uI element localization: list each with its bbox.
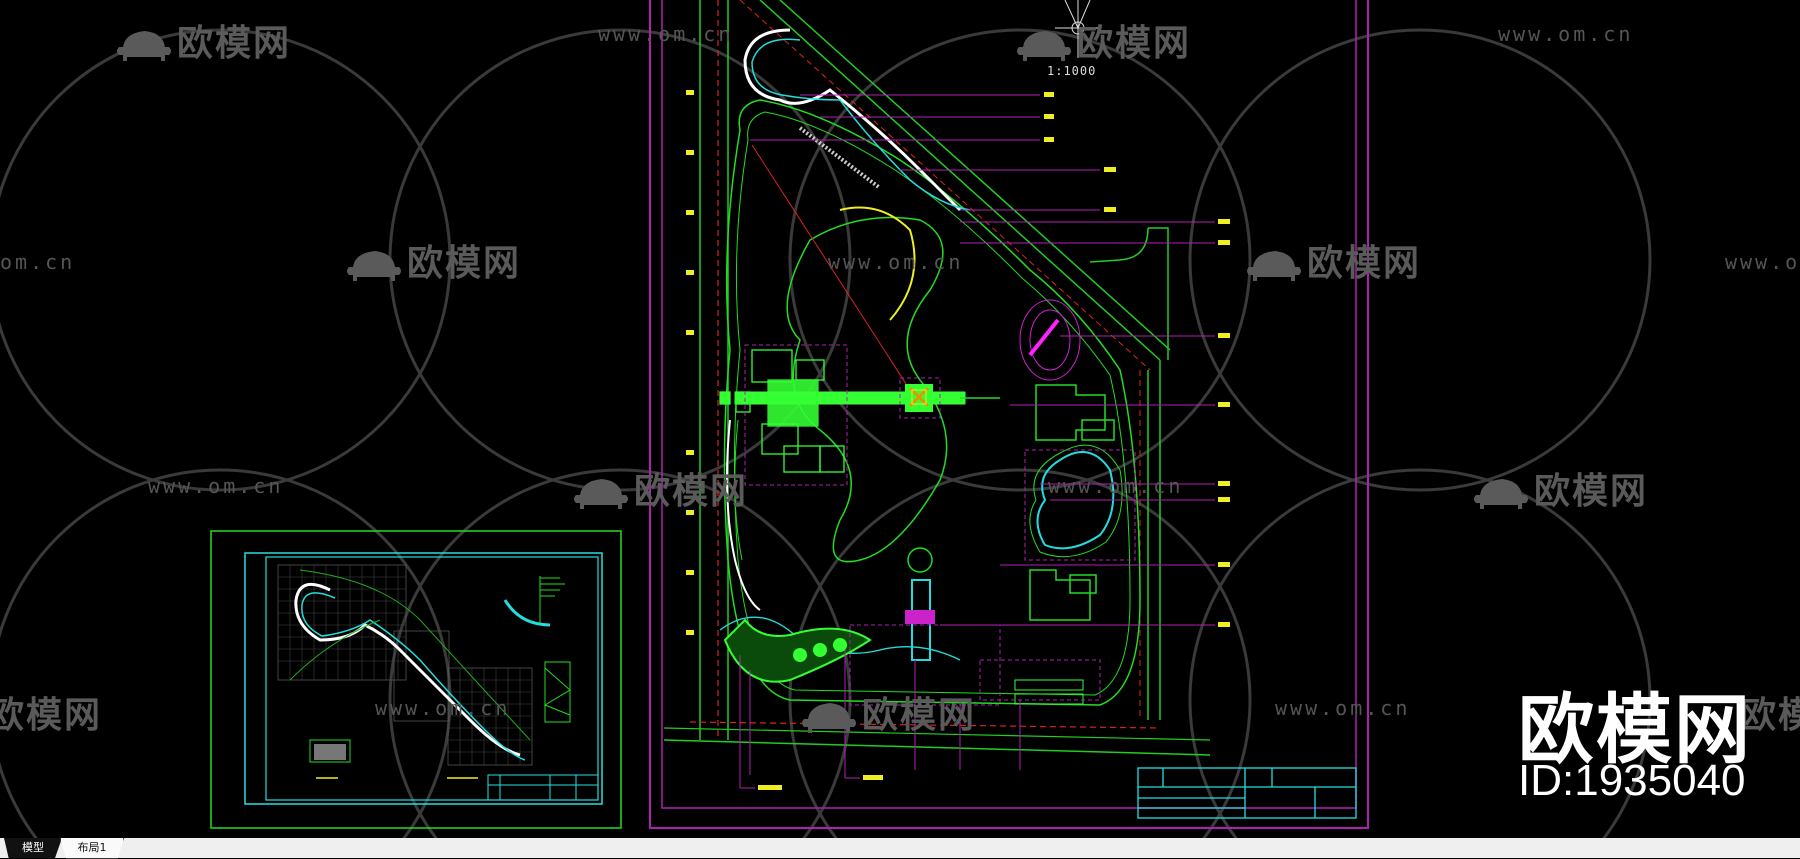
- main-sheet: [649, 0, 1369, 829]
- cad-drawing-canvas[interactable]: [0, 0, 1800, 838]
- north-arrow-icon: [1055, 0, 1098, 58]
- tab-layout1[interactable]: 布局1: [60, 838, 124, 859]
- brand-id-text: ID:1935040: [1518, 756, 1746, 805]
- drawing-scale-label: 1:1000: [1047, 64, 1097, 78]
- brand-watermark-text: 欧模网: [1518, 685, 1752, 774]
- tab-model[interactable]: 模型: [4, 838, 62, 858]
- main-title-block: [1137, 767, 1357, 819]
- layout-tab-bar: 模型 布局1: [0, 838, 1800, 859]
- detail-sheet: [210, 530, 622, 829]
- cad-model-viewport[interactable]: 欧模网 欧模网 欧模网 欧模网 欧模网 欧模网 欧模网 欧模网 欧模网 www.…: [0, 0, 1800, 838]
